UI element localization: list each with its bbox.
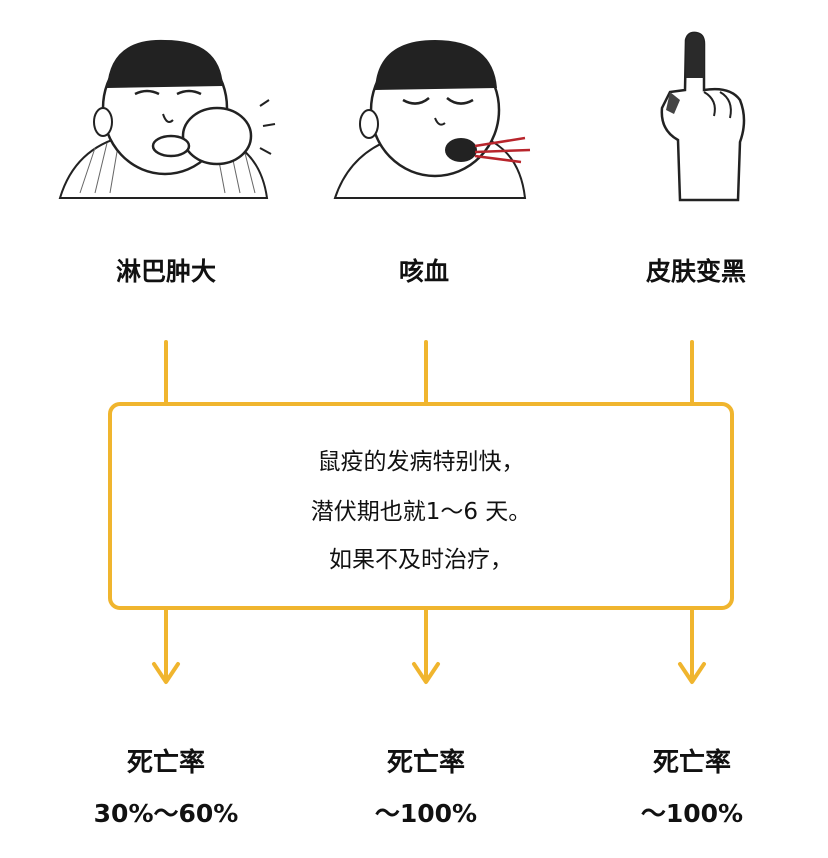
info-line-3: 如果不及时治疗，: [329, 547, 513, 573]
info-line-2: 潜伏期也就1～6 天。: [310, 499, 532, 525]
info-line-1: 鼠疫的发病特别快，: [317, 449, 525, 475]
swollen-neck-illustration: [58, 39, 276, 199]
symptom-label-lymph: 淋巴肿大: [115, 257, 216, 286]
mortality-value-2: ～100%: [374, 799, 478, 828]
mortality-value-1: 30%～60%: [93, 799, 239, 828]
mortality-label-2: 死亡率: [386, 748, 465, 778]
mortality-label-3: 死亡率: [652, 748, 731, 778]
mortality-value-3: ～100%: [640, 799, 744, 828]
coughing-blood-illustration: [333, 40, 531, 199]
blackened-finger-illustration: [660, 31, 746, 202]
arrow-head-1: [152, 662, 180, 684]
symptom-label-skin: 皮肤变黑: [645, 257, 746, 286]
arrow-head-3: [678, 662, 706, 684]
mortality-label-1: 死亡率: [126, 748, 205, 778]
symptom-label-cough: 咳血: [398, 257, 449, 286]
arrow-head-2: [412, 662, 440, 684]
info-box: 鼠疫的发病特别快， 潜伏期也就1～6 天。 如果不及时治疗，: [108, 402, 734, 610]
